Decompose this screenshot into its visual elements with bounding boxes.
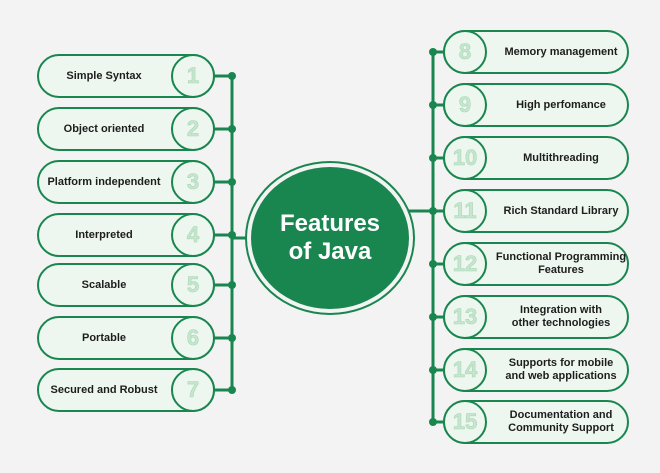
- feature-number-badge: 14: [443, 348, 487, 392]
- feature-label: Supports for mobile and web applications: [505, 357, 617, 382]
- feature-number-badge: 4: [171, 213, 215, 257]
- feature-number-badge: 1: [171, 54, 215, 98]
- feature-item-6: Portable 6: [37, 316, 215, 360]
- feature-number-badge: 8: [443, 30, 487, 74]
- feature-label: Integration with other technologies: [511, 304, 611, 329]
- feature-number-badge: 2: [171, 107, 215, 151]
- right-junction-dot: [429, 260, 437, 268]
- feature-number-badge: 5: [171, 263, 215, 307]
- left-junction-dot: [228, 386, 236, 394]
- feature-label: Rich Standard Library: [503, 204, 619, 217]
- feature-number-badge: 12: [443, 242, 487, 286]
- feature-label: Memory management: [504, 45, 618, 58]
- left-junction-dot: [228, 178, 236, 186]
- feature-item-10: 10 Multithreading: [443, 136, 629, 180]
- right-junction-dot: [429, 418, 437, 426]
- feature-item-12: 12 Functional Programming Features: [443, 242, 629, 286]
- right-junction-dot: [429, 366, 437, 374]
- left-junction-dot: [228, 281, 236, 289]
- center-node: Features of Java: [247, 163, 413, 313]
- feature-item-11: 11 Rich Standard Library: [443, 189, 629, 233]
- feature-item-9: 9 High perfomance: [443, 83, 629, 127]
- right-junction-dot: [429, 101, 437, 109]
- feature-label: Scalable: [81, 278, 127, 291]
- feature-label: Object oriented: [63, 122, 145, 135]
- left-junction-dot: [228, 72, 236, 80]
- center-title: Features of Java: [279, 210, 381, 265]
- feature-label: Secured and Robust: [50, 383, 158, 396]
- feature-item-4: Interpreted 4: [37, 213, 215, 257]
- right-junction-dot: [429, 154, 437, 162]
- feature-item-2: Object oriented 2: [37, 107, 215, 151]
- feature-number-badge: 13: [443, 295, 487, 339]
- feature-number-badge: 7: [171, 368, 215, 412]
- feature-label: Functional Programming Features: [495, 251, 627, 276]
- feature-number-badge: 9: [443, 83, 487, 127]
- feature-item-14: 14 Supports for mobile and web applicati…: [443, 348, 629, 392]
- feature-item-5: Scalable 5: [37, 263, 215, 307]
- feature-number-badge: 6: [171, 316, 215, 360]
- feature-number-badge: 10: [443, 136, 487, 180]
- right-junction-dot: [429, 48, 437, 56]
- right-junction-dot: [429, 313, 437, 321]
- feature-item-3: Platform independent 3: [37, 160, 215, 204]
- feature-label: Platform independent: [47, 175, 161, 188]
- feature-label: Documentation and Community Support: [508, 409, 614, 434]
- feature-label: Interpreted: [75, 228, 133, 241]
- left-junction-dot: [228, 334, 236, 342]
- feature-label: Portable: [81, 331, 126, 344]
- feature-number-badge: 15: [443, 400, 487, 444]
- feature-item-13: 13 Integration with other technologies: [443, 295, 629, 339]
- feature-item-15: 15 Documentation and Community Support: [443, 400, 629, 444]
- left-junction-dot: [228, 125, 236, 133]
- feature-item-7: Secured and Robust 7: [37, 368, 215, 412]
- feature-number-badge: 11: [443, 189, 487, 233]
- feature-label: High perfomance: [516, 98, 606, 111]
- feature-label: Simple Syntax: [66, 69, 142, 82]
- feature-item-8: 8 Memory management: [443, 30, 629, 74]
- feature-label: Multithreading: [523, 151, 599, 164]
- feature-number-badge: 3: [171, 160, 215, 204]
- feature-item-1: Simple Syntax 1: [37, 54, 215, 98]
